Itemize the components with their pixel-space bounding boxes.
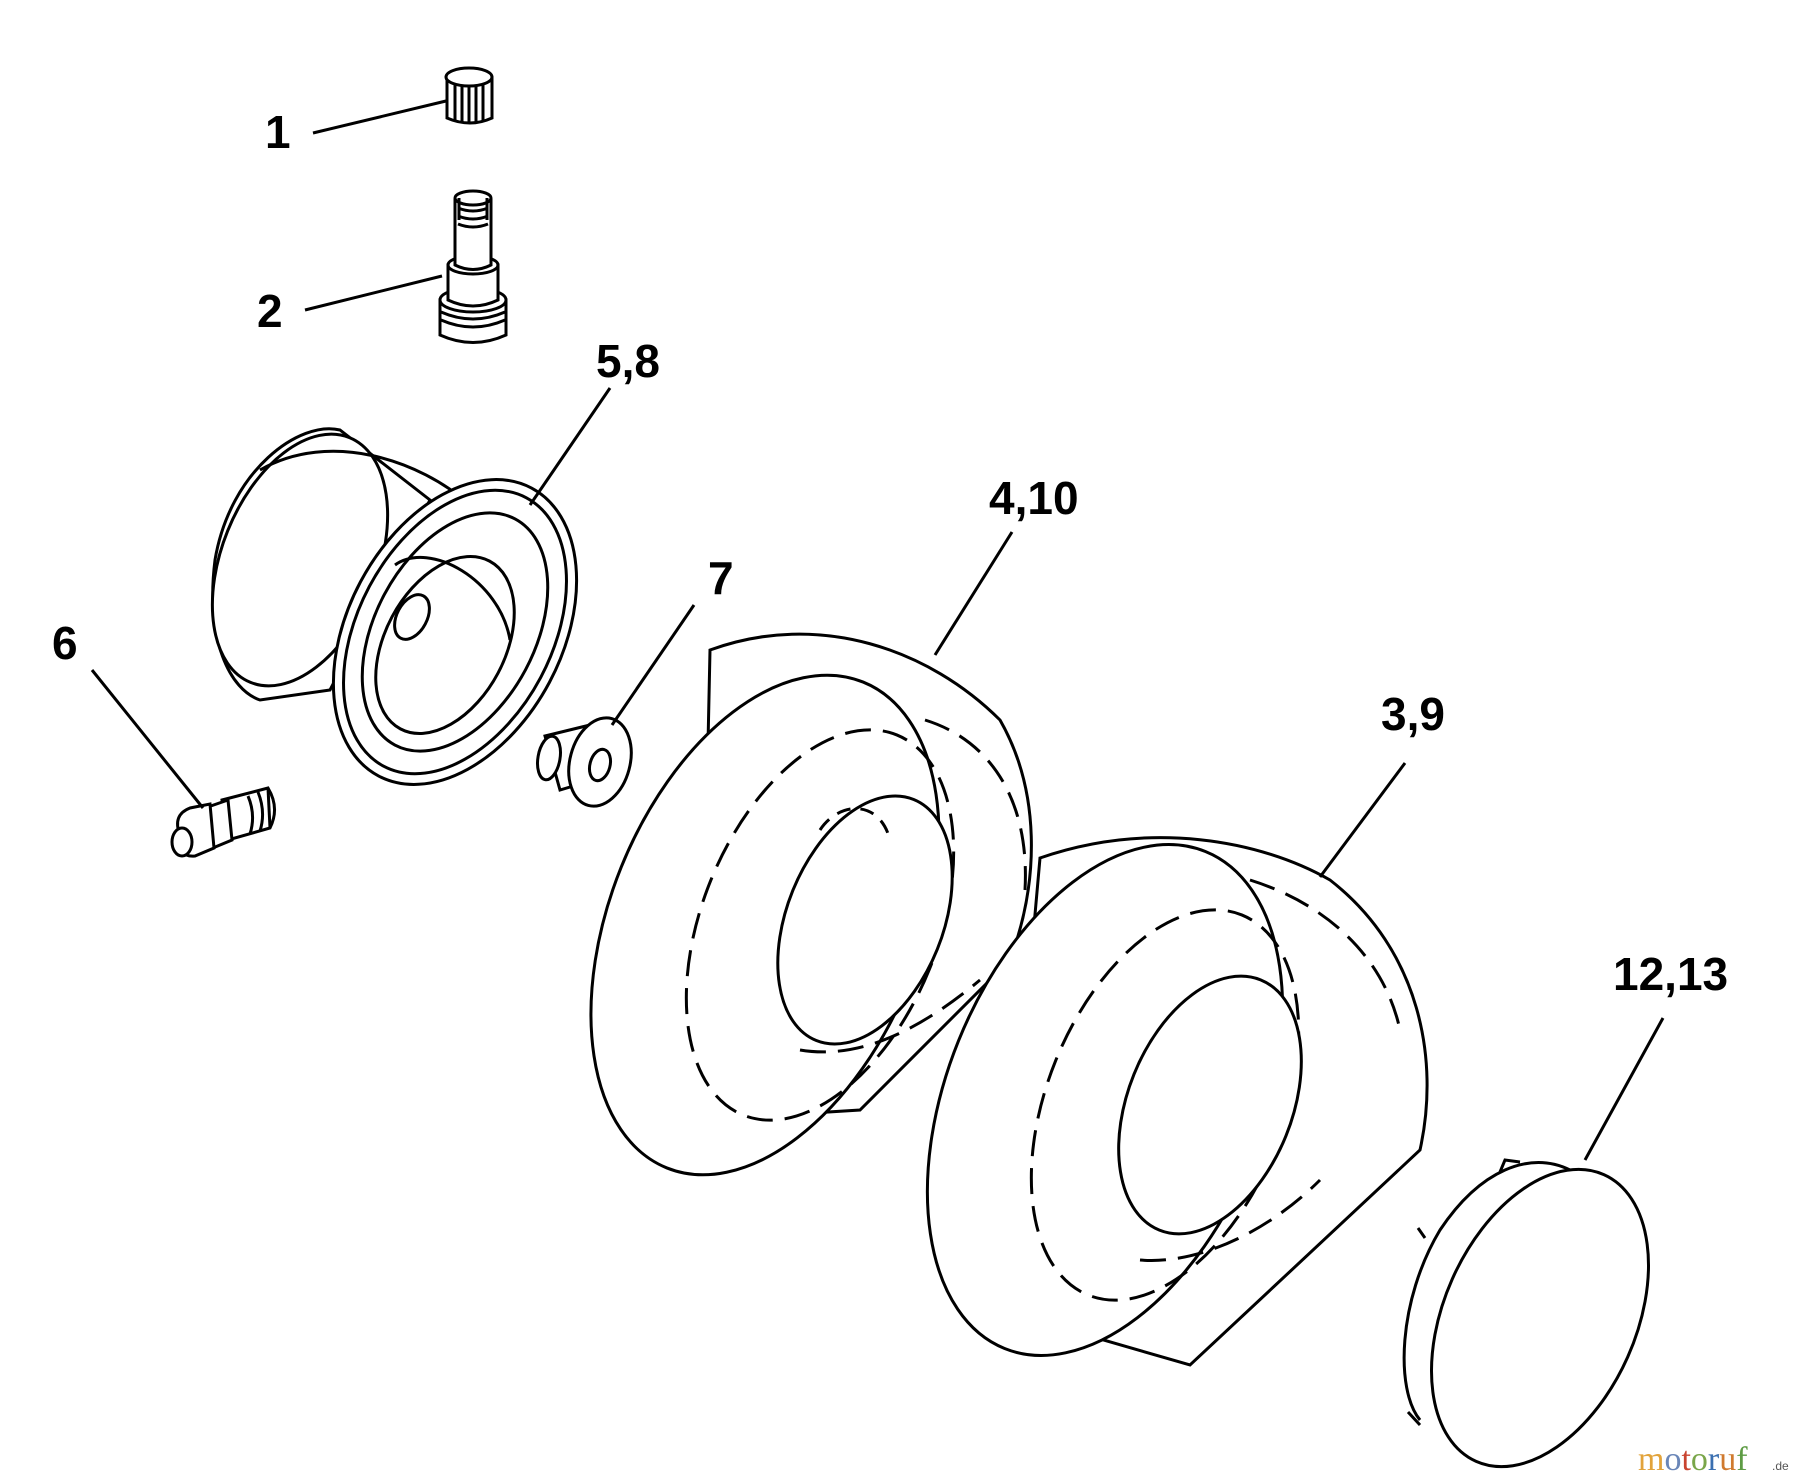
leader-410 <box>933 531 1014 656</box>
watermark-text: motoruf <box>1638 1441 1748 1478</box>
watermark-letter: m <box>1638 1441 1664 1478</box>
valve-cap-part <box>446 68 492 124</box>
callout-2: 2 <box>257 285 283 337</box>
bushing-part <box>534 711 640 813</box>
rim-part <box>178 408 626 826</box>
leader-2 <box>304 274 443 312</box>
leader-58 <box>528 387 612 506</box>
callout-1: 1 <box>265 106 291 158</box>
leader-39 <box>1318 762 1407 878</box>
watermark-letter: u <box>1719 1441 1736 1478</box>
hub-cap-part <box>1388 1136 1691 1484</box>
callout-410: 4,10 <box>989 472 1079 524</box>
leader-6 <box>90 669 205 809</box>
watermark-logo: motoruf .de <box>1638 1441 1789 1478</box>
leader-1213 <box>1583 1017 1665 1161</box>
grease-fitting-part <box>172 788 275 856</box>
callout-7: 7 <box>708 552 734 604</box>
watermark-suffix: .de <box>1772 1459 1789 1473</box>
callout-1213: 12,13 <box>1613 948 1728 1000</box>
watermark-letter: o <box>1691 1441 1708 1478</box>
callout-labels: 1 2 5,8 6 7 4,10 3,9 12,13 <box>52 106 1728 1000</box>
callout-39: 3,9 <box>1381 688 1445 740</box>
watermark-letter: f <box>1736 1441 1748 1478</box>
leader-7 <box>610 604 696 726</box>
leader-1 <box>312 99 447 135</box>
valve-stem-part <box>440 191 506 343</box>
front-tire-part <box>523 624 1031 1226</box>
watermark-letter: o <box>1664 1441 1681 1478</box>
rear-tire-part <box>858 792 1427 1407</box>
callout-58: 5,8 <box>596 335 660 387</box>
watermark-letter: r <box>1708 1441 1720 1478</box>
watermark-letter: t <box>1681 1441 1691 1478</box>
leader-lines <box>90 99 1665 1161</box>
callout-6: 6 <box>52 617 78 669</box>
